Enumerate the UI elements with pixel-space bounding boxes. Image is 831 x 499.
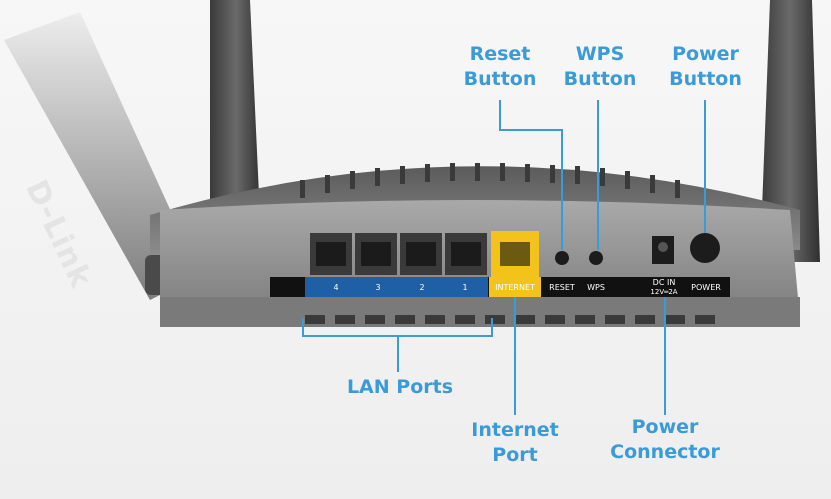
top-vents bbox=[300, 163, 680, 198]
reset-button bbox=[555, 251, 569, 265]
reset-label: RESET bbox=[549, 283, 575, 292]
lan-port-3-label: 3 bbox=[375, 283, 381, 292]
callout-leader-lines bbox=[302, 100, 706, 415]
power-connector-callout: Power Connector bbox=[610, 416, 720, 463]
lan-port-2-label: 2 bbox=[419, 283, 425, 292]
lan-ports-callout: LAN Ports bbox=[346, 376, 454, 398]
internet-port-label: INTERNET bbox=[495, 283, 535, 292]
internet-port-callout: Internet Port bbox=[471, 419, 559, 466]
dc-in-label: DC IN bbox=[652, 278, 676, 287]
reset-button-callout: Reset Button bbox=[463, 43, 537, 90]
power-label: POWER bbox=[691, 283, 721, 292]
lan-strip bbox=[305, 277, 488, 297]
lan-ports bbox=[310, 233, 487, 275]
internet-strip bbox=[489, 277, 541, 297]
router-base bbox=[160, 297, 800, 327]
right-rear-antenna bbox=[760, 0, 820, 262]
power-button-callout: Power Button bbox=[669, 43, 742, 90]
base-feet bbox=[305, 315, 715, 324]
wps-label: WPS bbox=[587, 283, 605, 292]
wps-button-callout: WPS Button bbox=[563, 43, 637, 90]
internet-port bbox=[491, 231, 539, 277]
dc-in-rating-label: 12V═2A bbox=[650, 288, 678, 296]
lan-port-1-label: 1 bbox=[462, 283, 468, 292]
reset-leader bbox=[499, 100, 563, 250]
power-button bbox=[690, 233, 720, 263]
lan-port-4-label: 4 bbox=[333, 283, 339, 292]
wps-button bbox=[589, 251, 603, 265]
